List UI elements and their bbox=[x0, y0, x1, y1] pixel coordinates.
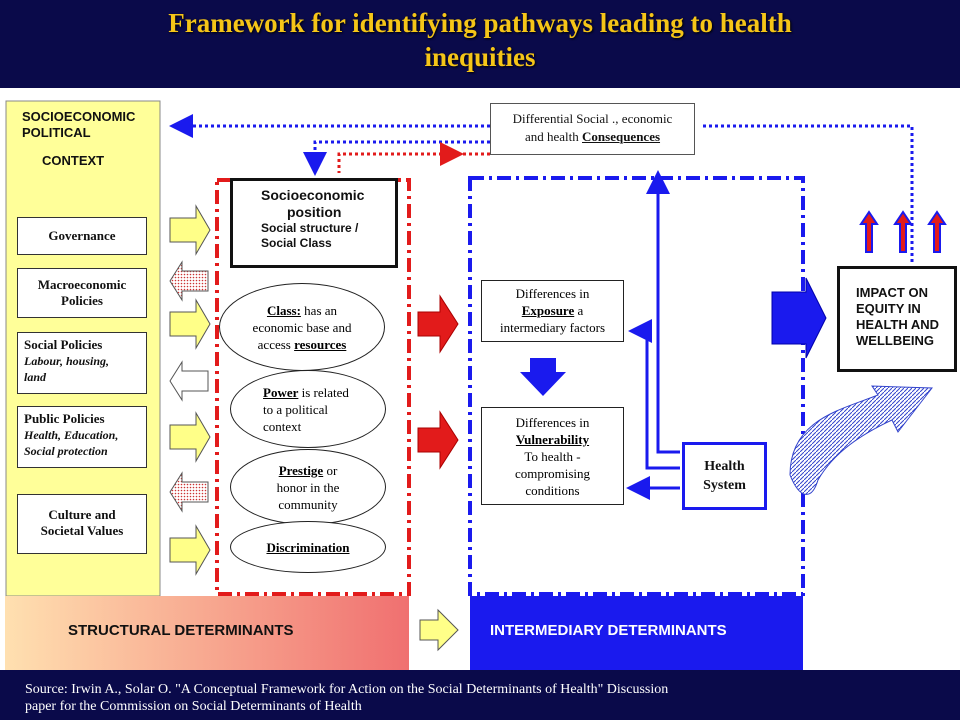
social-policies-sub-2: land bbox=[24, 370, 47, 384]
class-line-3-prefix: access bbox=[257, 336, 295, 352]
prestige-line-1: Prestige or bbox=[279, 462, 338, 479]
power-line-1: Power is related bbox=[263, 384, 349, 401]
macro-line-1: Macroeconomic bbox=[37, 277, 127, 292]
context-heading-line-1: SOCIOECONOMIC bbox=[22, 109, 136, 124]
slide-title: Framework for identifying pathways leadi… bbox=[0, 0, 960, 84]
impact-line-2: EQUITY IN bbox=[856, 301, 921, 316]
sep-line-3: Social structure / bbox=[261, 221, 359, 235]
consequences-prefix: and health bbox=[524, 129, 583, 144]
prestige-line-2: honor in the bbox=[276, 479, 340, 495]
vuln-line-1: Differences in bbox=[515, 415, 590, 430]
power-ellipse: Power is related to a political context bbox=[230, 370, 386, 448]
culture-line-2: Societal Values bbox=[40, 523, 124, 538]
source-footer: Source: Irwin A., Solar O. "A Conceptual… bbox=[0, 670, 960, 720]
power-rest: is related bbox=[298, 384, 349, 400]
governance-label: Governance bbox=[48, 228, 116, 243]
title-line-2: inequities bbox=[424, 42, 536, 72]
public-policies-title: Public Policies bbox=[24, 411, 105, 426]
feedback-loop-red bbox=[337, 152, 490, 173]
discrimination-label: Discrimination bbox=[266, 539, 350, 555]
consequences-box: Differential Social ., economic and heal… bbox=[490, 103, 695, 155]
prestige-title: Prestige bbox=[278, 462, 324, 478]
power-line-3: context bbox=[263, 418, 302, 434]
title-line-1: Framework for identifying pathways leadi… bbox=[168, 8, 792, 38]
class-line-1: Class: has an bbox=[267, 302, 337, 319]
power-line-2: to a political bbox=[263, 401, 328, 417]
consequences-underlined: Consequences bbox=[582, 129, 661, 144]
impact-box: IMPACT ON EQUITY IN HEALTH AND WELLBEING bbox=[837, 266, 957, 372]
prestige-rest: or bbox=[323, 462, 338, 478]
intermediary-determinants-label: INTERMEDIARY DETERMINANTS bbox=[490, 622, 727, 639]
impact-arrow bbox=[771, 277, 827, 359]
public-policies-sub-2: Social protection bbox=[24, 444, 108, 458]
structural-determinants-label: STRUCTURAL DETERMINANTS bbox=[68, 622, 294, 639]
social-policies-sub-1: Labour, housing, bbox=[24, 354, 110, 368]
vuln-line-4: compromising bbox=[514, 466, 591, 481]
context-heading: SOCIOECONOMIC POLITICAL CONTEXT bbox=[22, 109, 152, 169]
prestige-line-3: community bbox=[278, 496, 338, 512]
vuln-underlined: Vulnerability bbox=[515, 432, 590, 447]
health-line-2: System bbox=[703, 478, 746, 493]
exposure-underlined: Exposure bbox=[521, 303, 575, 318]
social-policies-box: Social Policies Labour, housing, land bbox=[17, 332, 147, 394]
class-line-3-underlined: resources bbox=[294, 336, 347, 352]
vuln-line-5: conditions bbox=[525, 483, 580, 498]
sep-line-1: Socioeconomic bbox=[261, 187, 365, 203]
up-arrows bbox=[859, 210, 947, 253]
consequences-line-1: Differential Social ., economic bbox=[512, 111, 673, 126]
vuln-line-3: To health - bbox=[524, 449, 581, 464]
context-heading-line-3: CONTEXT bbox=[42, 153, 105, 168]
exposure-line-1: Differences in bbox=[515, 286, 590, 301]
impact-line-1: IMPACT ON bbox=[856, 285, 928, 300]
class-line-3: access resources bbox=[258, 336, 347, 353]
exposure-line-3: intermediary factors bbox=[499, 320, 606, 335]
health-line-1: Health bbox=[704, 459, 745, 474]
intermediary-frame bbox=[468, 176, 805, 596]
health-system-arrows bbox=[626, 170, 680, 500]
consequences-line-2: and health Consequences bbox=[491, 128, 694, 146]
sep-line-4: Social Class bbox=[261, 236, 332, 250]
governance-box: Governance bbox=[17, 217, 147, 255]
sep-line-2: position bbox=[287, 204, 342, 220]
intermediary-band bbox=[470, 596, 803, 670]
bottom-arrow bbox=[419, 608, 459, 652]
structural-frame bbox=[215, 178, 411, 596]
diagram-canvas: SOCIOECONOMIC POLITICAL CONTEXT Governan… bbox=[0, 88, 960, 670]
public-policies-sub-1: Health, Education, bbox=[24, 428, 119, 442]
health-system-box: Health System bbox=[682, 442, 767, 510]
public-policies-box: Public Policies Health, Education, Socia… bbox=[17, 406, 147, 468]
impact-line-3: HEALTH AND bbox=[856, 317, 940, 332]
structural-band bbox=[5, 596, 409, 670]
power-title: Power bbox=[263, 384, 299, 400]
culture-values-box: Culture and Societal Values bbox=[17, 494, 147, 554]
macroeconomic-policies-box: Macroeconomic Policies bbox=[17, 268, 147, 318]
context-heading-line-2: POLITICAL bbox=[22, 125, 91, 140]
exposure-box: Differences in Exposure a intermediary f… bbox=[481, 280, 624, 342]
exposure-rest: a bbox=[574, 303, 584, 318]
context-arrows bbox=[169, 204, 211, 576]
class-rest: has an bbox=[300, 302, 338, 318]
discrimination-ellipse: Discrimination bbox=[230, 521, 386, 573]
class-title: Class: bbox=[266, 302, 301, 318]
prestige-ellipse: Prestige or honor in the community bbox=[230, 449, 386, 525]
socioeconomic-position-box: Socioeconomic position Social structure … bbox=[230, 178, 398, 268]
social-policies-title: Social Policies bbox=[24, 337, 103, 352]
source-citation: Source: Irwin A., Solar O. "A Conceptual… bbox=[25, 681, 925, 715]
red-arrows bbox=[417, 294, 459, 470]
exposure-line-2: Exposure a bbox=[486, 302, 619, 319]
feedback-loop-blue bbox=[700, 124, 914, 262]
vulnerability-box: Differences in Vulnerability To health -… bbox=[481, 407, 624, 505]
curved-feedback-arrow bbox=[789, 385, 933, 495]
class-ellipse: Class: has an economic base and access r… bbox=[219, 283, 385, 371]
vuln-line-2: Vulnerability bbox=[486, 431, 619, 448]
culture-line-1: Culture and bbox=[48, 507, 116, 522]
class-line-2: economic base and bbox=[252, 319, 352, 335]
macro-line-2: Policies bbox=[61, 293, 103, 308]
impact-line-4: WELLBEING bbox=[856, 333, 934, 348]
source-line-2: paper for the Commission on Social Deter… bbox=[25, 699, 362, 714]
exposure-to-vulnerability-arrow bbox=[520, 358, 566, 396]
source-line-1: Source: Irwin A., Solar O. "A Conceptual… bbox=[25, 682, 669, 697]
